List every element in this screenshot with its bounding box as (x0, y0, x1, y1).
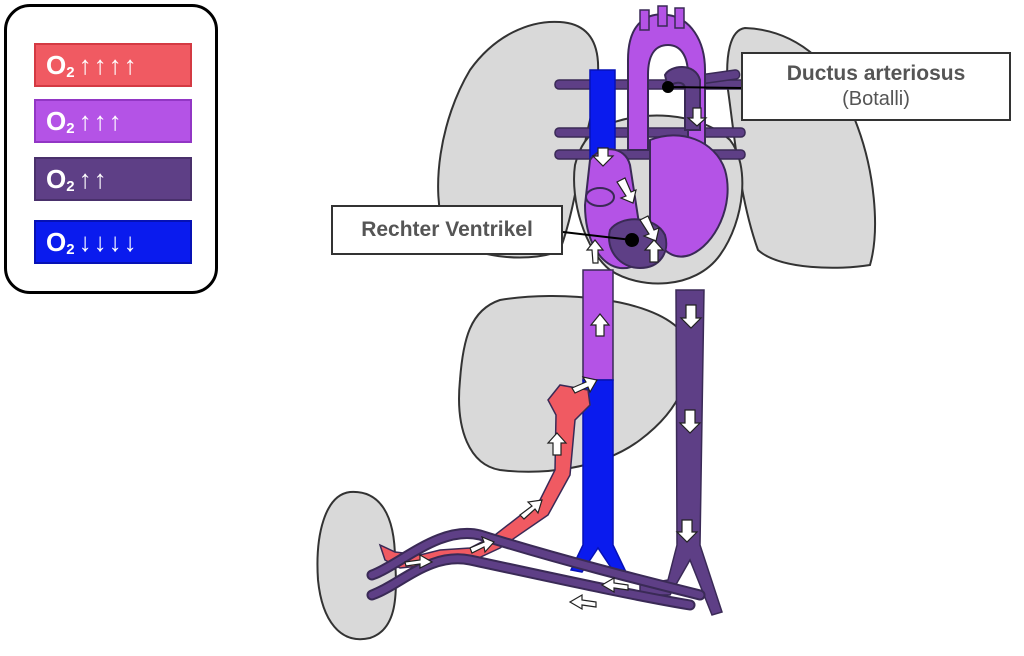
arrow-artery-1 (600, 576, 629, 594)
arrow-umbilical-5 (404, 553, 434, 569)
callout-pointers (562, 81, 742, 247)
arrow-heart-1 (616, 177, 637, 204)
foramen-ovale (585, 187, 615, 207)
up-arrows-icon: ↑↑↑ (78, 105, 124, 136)
arrow-down-ductus (686, 107, 708, 127)
ductus-subtitle: (Botalli) (842, 88, 910, 110)
arrow-up-rv (643, 239, 665, 263)
oxygen-subscript: 2 (66, 63, 75, 81)
arrow-down-aorta-1 (679, 304, 703, 329)
umbilical-arteries-inner (368, 529, 704, 609)
arrow-down-aorta-3 (675, 519, 699, 543)
arrow-umbilical-2 (546, 432, 568, 456)
arrow-artery-2 (568, 593, 597, 611)
oxygen-symbol: O (46, 163, 67, 194)
arrow-down-svc (591, 147, 615, 167)
flow-arrows (404, 107, 708, 611)
arrow-up-ivc-1 (585, 239, 605, 264)
oxygen-subscript: 2 (66, 240, 75, 258)
arrow-umbilical-1 (571, 376, 598, 394)
oxygen-symbol: O (46, 226, 67, 257)
ductus-arteriosus-label: Ductus arteriosus (Botalli) (741, 52, 1011, 121)
arrow-umbilical-3 (519, 499, 543, 520)
arrow-umbilical-4 (469, 535, 496, 554)
arrow-down-aorta-2 (678, 409, 702, 434)
oxygen-symbol: O (46, 49, 67, 80)
placenta (316, 490, 397, 641)
descending-aorta (639, 289, 723, 616)
oxygen-symbol: O (46, 105, 67, 136)
oxygen-subscript: 2 (66, 177, 75, 195)
arrow-up-ivc-2 (589, 313, 611, 337)
arrow-heart-2 (639, 215, 660, 242)
down-arrows-icon: ↓↓↓↓ (78, 226, 139, 257)
up-arrows-icon: ↑↑ (78, 163, 109, 194)
right-ventricle-label: Rechter Ventrikel (331, 205, 563, 255)
ductus-title: Ductus arteriosus (786, 62, 966, 85)
aortic-branches (639, 5, 685, 31)
up-arrows-icon: ↑↑↑↑ (78, 49, 139, 80)
oxygen-subscript: 2 (66, 119, 75, 137)
